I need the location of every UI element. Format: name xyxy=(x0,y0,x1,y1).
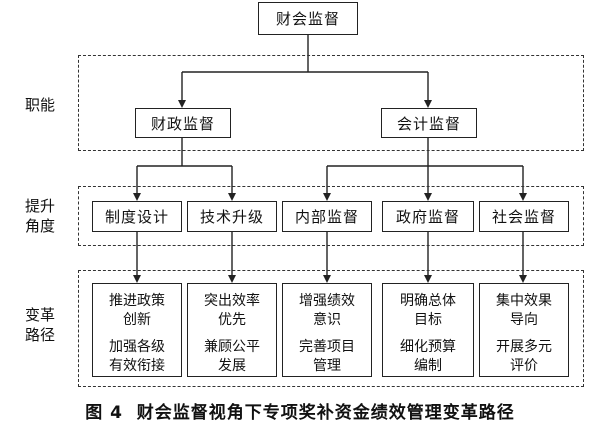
node-system-design: 制度设计 xyxy=(92,201,182,232)
figure-caption: 图 4 财会监督视角下专项奖补资金绩效管理变革路径 xyxy=(85,403,515,423)
path-item: 细化预算 编制 xyxy=(400,339,456,374)
path-box-tech-upgrade: 突出效率 优先 兼顾公平 发展 xyxy=(187,283,277,377)
node-government-supervision: 政府监督 xyxy=(382,201,474,232)
node-top: 财会监督 xyxy=(258,2,358,35)
upgrade-region xyxy=(78,186,584,246)
node-social-supervision: 社会监督 xyxy=(479,201,569,232)
path-item: 加强各级 有效衔接 xyxy=(109,339,165,374)
path-item: 开展多元 评价 xyxy=(496,339,552,374)
path-item: 增强绩效 意识 xyxy=(299,293,355,328)
row-label-path: 变革 路径 xyxy=(24,306,55,344)
row-label-functions: 职能 xyxy=(24,96,55,114)
path-item: 兼顾公平 发展 xyxy=(204,339,260,374)
functions-region xyxy=(78,55,584,151)
path-item: 明确总体 目标 xyxy=(400,293,456,328)
node-fiscal-supervision: 财政监督 xyxy=(135,108,231,138)
path-box-internal-supervision: 增强绩效 意识 完善项目 管理 xyxy=(282,283,372,377)
path-region xyxy=(78,270,584,387)
path-item: 完善项目 管理 xyxy=(299,339,355,374)
path-item: 推进政策 创新 xyxy=(109,293,165,328)
path-item: 突出效率 优先 xyxy=(204,293,260,328)
node-accounting-supervision: 会计监督 xyxy=(381,108,477,138)
node-internal-supervision: 内部监督 xyxy=(282,201,372,232)
node-tech-upgrade: 技术升级 xyxy=(187,201,277,232)
row-label-upgrade: 提升 角度 xyxy=(24,197,55,235)
path-box-system-design: 推进政策 创新 加强各级 有效衔接 xyxy=(92,283,182,377)
path-box-social-supervision: 集中效果 导向 开展多元 评价 xyxy=(479,283,569,377)
path-box-government-supervision: 明确总体 目标 细化预算 编制 xyxy=(382,283,474,377)
path-item: 集中效果 导向 xyxy=(496,293,552,328)
